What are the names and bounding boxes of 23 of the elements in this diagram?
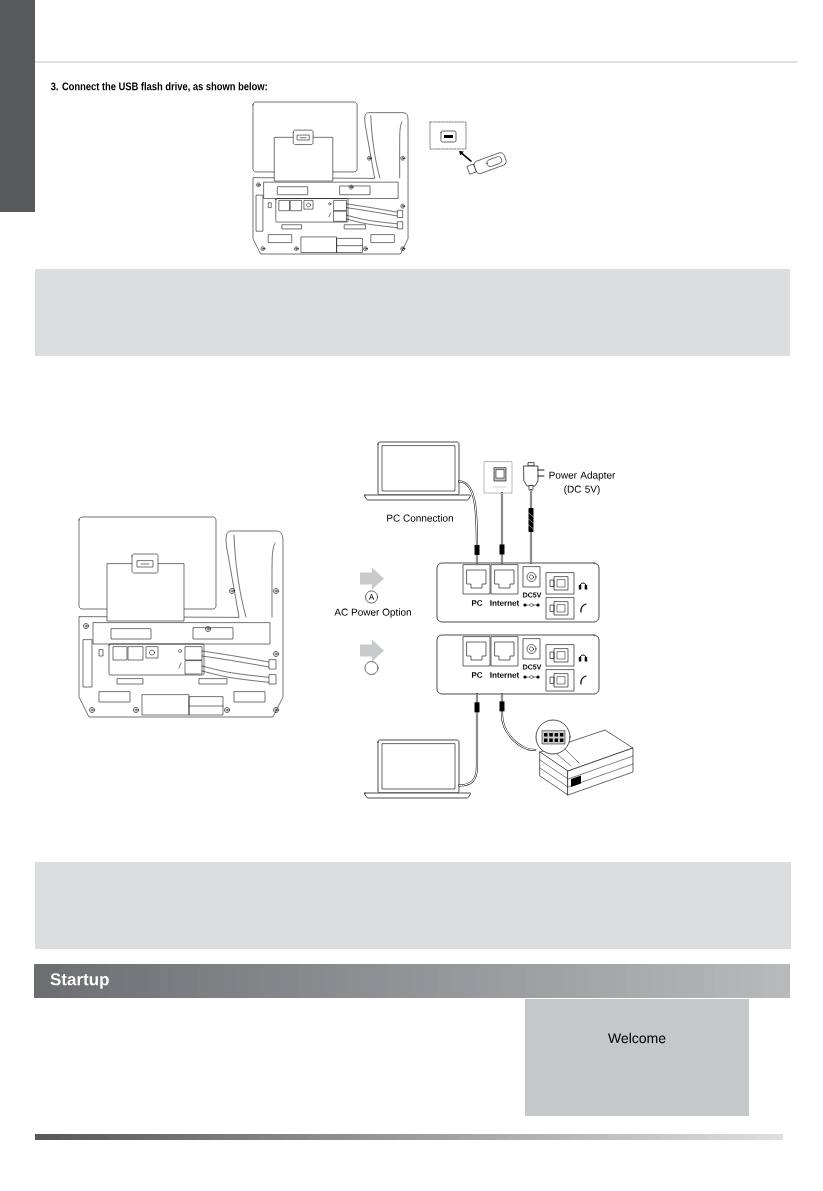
node-label: Startup xyxy=(50,973,109,989)
cable xyxy=(458,693,480,787)
device-caption: PC Connection xyxy=(387,514,453,522)
port-label: PC xyxy=(471,672,483,678)
note-panel xyxy=(35,269,790,356)
option-caption: AC Power Option xyxy=(334,608,411,618)
cable xyxy=(499,693,536,752)
note-panel xyxy=(35,862,791,949)
wall-jack xyxy=(483,461,513,494)
section-header: Startup xyxy=(34,964,790,998)
port-label: Internet xyxy=(490,600,520,606)
step-heading: 3. Connect the USB flash drive, as shown below: xyxy=(50,82,267,92)
port-label: Internet xyxy=(490,672,520,678)
device-caption: Power Adapter (DC 5V) xyxy=(549,471,616,495)
cable xyxy=(529,489,533,564)
port-label: PC xyxy=(471,600,483,606)
cable xyxy=(499,492,505,564)
option-letter: A xyxy=(365,590,378,604)
side-tab xyxy=(0,0,35,212)
laptop xyxy=(364,739,471,799)
cable xyxy=(458,480,480,564)
network-switch xyxy=(535,719,634,796)
display-screen: Welcome xyxy=(525,999,749,1116)
